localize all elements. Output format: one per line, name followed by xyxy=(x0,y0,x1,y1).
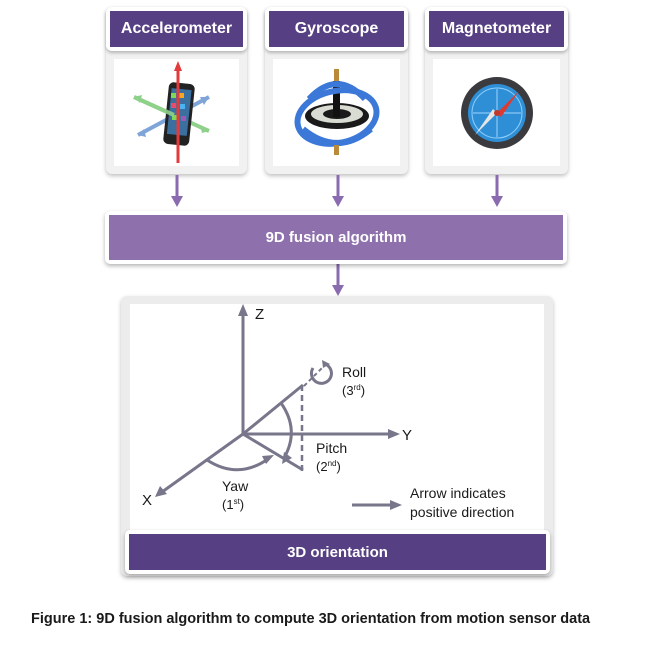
yaw-arrowhead xyxy=(262,455,274,464)
pitch-label: Pitch xyxy=(316,440,347,456)
y-arrowhead xyxy=(388,429,400,439)
x-arrowhead xyxy=(155,486,167,497)
pitch-order: (2nd) xyxy=(316,459,341,474)
accelerometer-label: Accelerometer xyxy=(110,11,243,47)
gyroscope-label: Gyroscope xyxy=(269,11,404,47)
compass-icon xyxy=(461,77,533,149)
z-arrowhead xyxy=(238,304,248,316)
accelerometer-card: Accelerometer xyxy=(106,7,247,174)
yaw-order: (1st) xyxy=(222,497,244,512)
magnetometer-image xyxy=(433,59,560,166)
legend-arrowhead xyxy=(390,500,402,510)
legend-line-1: Arrow indicates xyxy=(410,485,506,501)
figure-caption: Figure 1: 9D fusion algorithm to compute… xyxy=(31,611,591,627)
magnetometer-label: Magnetometer xyxy=(429,11,564,47)
gyroscope-image xyxy=(273,59,400,166)
pitch-arrowhead xyxy=(282,452,292,464)
roll-arc xyxy=(309,362,333,385)
pitch-arc xyxy=(279,402,293,459)
orientation-panel xyxy=(121,296,553,576)
yaw-arc xyxy=(206,457,269,472)
y-axis-label: Y xyxy=(402,427,412,444)
orientation-output-label: 3D orientation xyxy=(129,534,546,570)
magnetometer-card: Magnetometer xyxy=(425,7,568,174)
roll-label: Roll xyxy=(342,364,366,380)
legend-line-2: positive direction xyxy=(410,504,514,520)
smartphone-axes-icon xyxy=(133,61,210,163)
rotated-axis-up xyxy=(242,383,304,436)
gyroscope-icon xyxy=(294,69,380,155)
x-axis-label: X xyxy=(142,492,152,509)
rotated-axis-down xyxy=(242,432,304,472)
x-axis xyxy=(161,432,244,494)
orientation-output-box: 3D orientation xyxy=(125,530,550,574)
magnetometer-header: Magnetometer xyxy=(425,7,568,51)
accelerometer-header: Accelerometer xyxy=(106,7,247,51)
roll-arrowhead xyxy=(322,360,330,368)
fusion-algorithm-label: 9D fusion algorithm xyxy=(109,215,563,260)
orientation-diagram-area xyxy=(130,304,544,536)
z-axis-label: Z xyxy=(255,306,264,323)
accelerometer-image xyxy=(114,59,239,166)
gyroscope-card: Gyroscope xyxy=(265,7,408,174)
yaw-label: Yaw xyxy=(222,478,249,494)
gyroscope-header: Gyroscope xyxy=(265,7,408,51)
roll-order: (3rd) xyxy=(342,383,365,398)
fusion-algorithm-box: 9D fusion algorithm xyxy=(105,211,567,264)
